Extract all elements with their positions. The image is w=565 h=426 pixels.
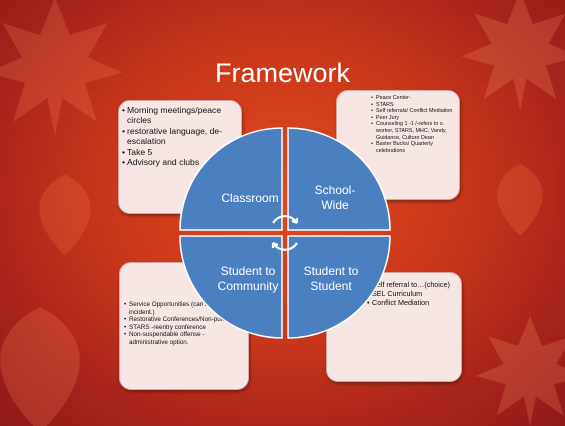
list-item: Take 5 — [122, 147, 237, 158]
label-line: Student — [310, 279, 352, 293]
list-item: Peer Jury — [371, 115, 456, 122]
autumn-leaf-icon — [39, 174, 91, 256]
list-item: Self referral to…(choice) — [372, 280, 450, 289]
circular-arrows-icon — [271, 215, 299, 251]
list-item: Restorative Conferences/Non-punitive — [124, 316, 245, 324]
quadrant-bottom-left — [179, 235, 283, 339]
quadrant-label-student-to-student: Student to Student — [290, 264, 372, 294]
list-item: Self referrals/ Conflict Mediation — [371, 108, 456, 115]
autumn-leaf-icon — [476, 316, 565, 426]
autumn-leaf-icon — [0, 0, 123, 136]
label-line: Wide — [321, 198, 349, 212]
quadrant-top-left — [179, 127, 283, 231]
quadrant-circle — [179, 127, 391, 339]
list-item: Baxter Bucks/ Quarterly celebrations — [371, 141, 456, 154]
label-line: Community — [217, 279, 279, 293]
quadrant-top-right — [287, 127, 391, 231]
label-line: Classroom — [221, 191, 279, 205]
autumn-leaf-icon — [497, 164, 543, 236]
autumn-leaf-icon — [0, 307, 80, 426]
list-item: restorative language, de-escalation — [122, 126, 237, 147]
label-line: School- — [314, 183, 356, 197]
list-item: Counseling 1 -1 /-refers to s. worker, S… — [371, 121, 456, 141]
list-item: Non-suspendable offense - administrative… — [124, 331, 245, 346]
list-item: STARS -reentry conference — [124, 324, 245, 332]
list-item: Morning meetings/peace circles — [122, 105, 237, 126]
quadrant-label-student-to-community: Student to Community — [200, 264, 296, 294]
autumn-leaf-icon — [461, 0, 565, 112]
list-item: Peace Center- — [371, 95, 456, 102]
quadrant-label-classroom: Classroom — [210, 191, 290, 206]
list-item: Service Opportunities (can be related to… — [124, 301, 245, 316]
label-line: Student to — [220, 264, 276, 278]
quadrant-label-school-wide: School- Wide — [300, 183, 370, 213]
label-line: Student to — [303, 264, 359, 278]
list-item: STARS — [371, 102, 456, 109]
list-item: Advisory and clubs — [122, 157, 237, 168]
list-item: Conflict Mediation — [367, 298, 457, 307]
quadrant-bottom-right — [287, 235, 391, 339]
slide-title: Framework — [214, 58, 350, 88]
